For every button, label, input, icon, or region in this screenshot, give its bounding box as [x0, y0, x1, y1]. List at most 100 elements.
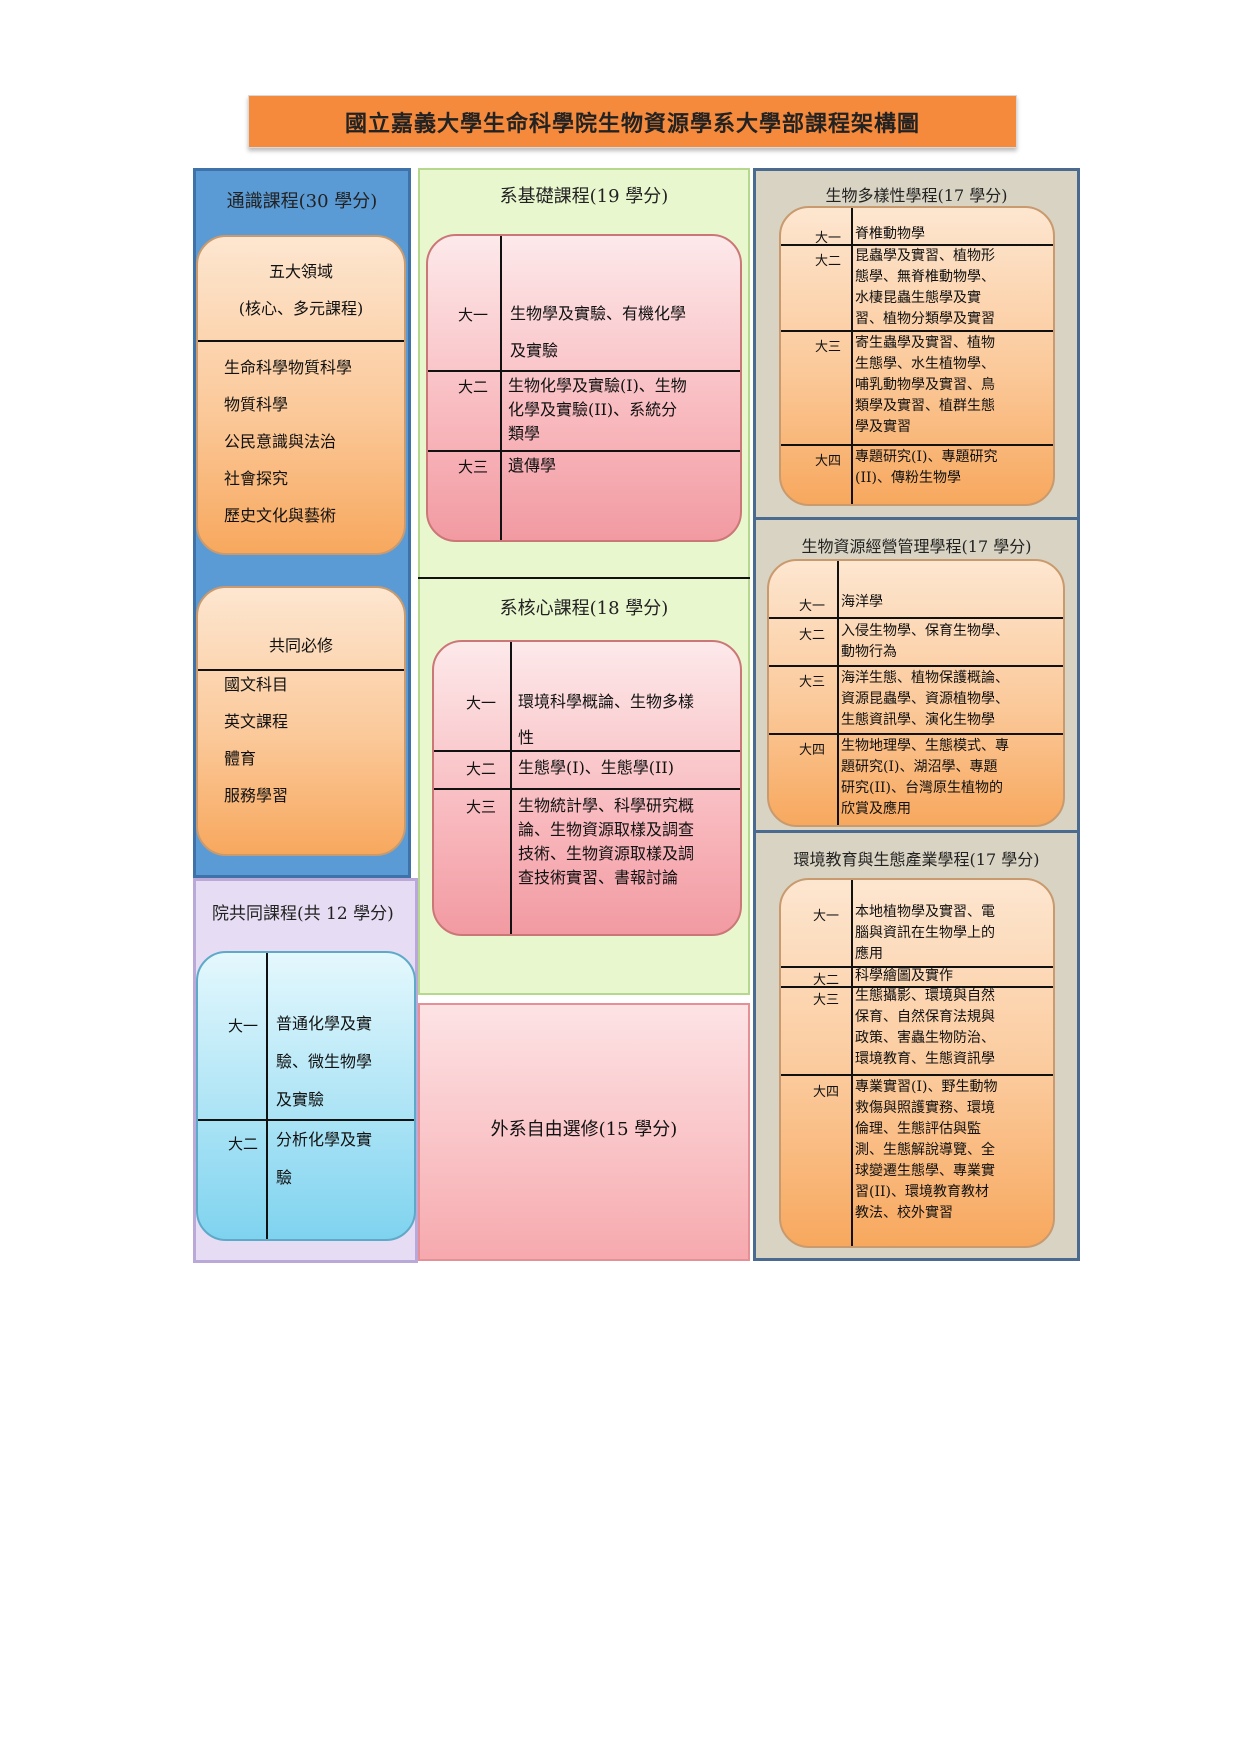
year-label: 大一 — [466, 694, 497, 712]
column-divider — [851, 208, 853, 504]
biodiversity-box: 大一 脊椎動物學 大二 昆蟲學及實習、植物形 態學、無脊椎動物學、 水棲昆蟲生態… — [779, 206, 1055, 506]
year-label: 大三 — [815, 340, 842, 355]
year-label: 大二 — [815, 254, 842, 269]
course-line: 驗 — [276, 1168, 293, 1187]
course-line: 政策、害蟲生物防治、 — [855, 1030, 995, 1046]
row-divider — [769, 617, 1063, 619]
five-domains-box: 五大領域 (核心、多元課程) 生命科學物質科學 物質科學 公民意識與法治 社會探… — [196, 235, 406, 555]
course-line: 入侵生物學、保育生物學、 — [841, 623, 1009, 639]
year-label: 大三 — [813, 993, 840, 1008]
general-education-panel: 通識課程(30 學分) 五大領域 (核心、多元課程) 生命科學物質科學 物質科學… — [193, 168, 411, 878]
dept-basic-title: 系基礎課程(19 學分) — [499, 186, 669, 207]
resource-mgmt-title: 生物資源經營管理學程(17 學分) — [801, 537, 1032, 556]
dept-basic-section: 系基礎課程(19 學分) 大一 生物學及實驗、有機化學 及實驗 大二 生物化學及… — [418, 168, 750, 578]
required-item: 英文課程 — [224, 712, 289, 731]
course-line: 生態學(I)、生態學(II) — [518, 758, 674, 777]
course-line: 專業實習(I)、野生動物 — [855, 1079, 998, 1095]
year-label: 大一 — [228, 1017, 259, 1035]
course-line: 資源昆蟲學、資源植物學、 — [841, 691, 1009, 707]
column-divider — [837, 561, 839, 825]
course-line: 專題研究(I)、專題研究 — [855, 449, 998, 465]
college-courses-panel: 院共同課程(共 12 學分) 大一 普通化學及實 驗、微生物學 及實驗 大二 分… — [193, 878, 418, 1263]
year-label: 大四 — [813, 1085, 840, 1100]
course-line: 海洋生態、植物保護概論、 — [841, 670, 1009, 686]
year-label: 大四 — [799, 743, 826, 758]
column-divider — [500, 236, 502, 540]
course-line: 態學、無脊椎動物學、 — [855, 269, 995, 285]
course-line: 論、生物資源取樣及調查 — [518, 820, 695, 839]
year-label: 大一 — [799, 599, 826, 614]
year-label: 大一 — [815, 231, 842, 246]
course-line: 研究(II)、台灣原生植物的 — [841, 780, 1003, 796]
course-line: 環境教育、生態資訊學 — [855, 1051, 995, 1067]
domain-item: 社會探究 — [224, 469, 289, 488]
course-line: 科學繪圖及實作 — [855, 968, 953, 984]
required-item: 國文科目 — [224, 675, 289, 694]
course-line: 生物地理學、生態模式、專 — [841, 738, 1009, 754]
course-line: 題研究(I)、湖沼學、專題 — [841, 759, 998, 775]
dept-core-box: 大一 環境科學概論、生物多樣 性 大二 生態學(I)、生態學(II) 大三 生物… — [432, 640, 742, 936]
course-line: 及實驗 — [276, 1090, 325, 1109]
course-line: 脊椎動物學 — [855, 226, 925, 242]
course-line: 寄生蟲學及實習、植物 — [855, 335, 995, 351]
year-label: 大三 — [466, 798, 497, 816]
course-line: 遺傳學 — [508, 456, 557, 475]
required-item: 體育 — [224, 749, 257, 768]
biodiversity-section: 生物多樣性學程(17 學分) 大一 脊椎動物學 大二 昆蟲學及實習、植物形 態學… — [753, 168, 1080, 517]
divider — [198, 669, 404, 671]
section-divider — [753, 830, 1080, 833]
course-line: 腦與資訊在生物學上的 — [855, 925, 995, 941]
course-line: 欣賞及應用 — [841, 801, 911, 817]
row-divider — [781, 244, 1053, 246]
course-line: 生態資訊學、演化生物學 — [841, 712, 995, 728]
domain-item: 歷史文化與藝術 — [224, 506, 337, 525]
row-divider — [434, 788, 740, 790]
row-divider — [198, 1119, 414, 1121]
resource-mgmt-box: 大一 海洋學 大二 入侵生物學、保育生物學、 動物行為 大三 海洋生態、植物保護… — [767, 559, 1065, 827]
dept-core-section: 系核心課程(18 學分) 大一 環境科學概論、生物多樣 性 大二 生態學(I)、… — [418, 578, 750, 994]
row-divider — [781, 330, 1053, 332]
course-line: 環境科學概論、生物多樣 — [518, 692, 695, 711]
course-line: 及實驗 — [510, 341, 559, 360]
course-line: 普通化學及實 — [276, 1014, 373, 1033]
course-line: 性 — [518, 728, 535, 747]
year-label: 大三 — [799, 675, 826, 690]
required-head: 共同必修 — [268, 636, 333, 655]
course-line: 動物行為 — [841, 644, 897, 660]
row-divider — [781, 986, 1053, 988]
year-label: 大二 — [813, 973, 840, 988]
year-label: 大二 — [466, 760, 497, 778]
dept-basic-box: 大一 生物學及實驗、有機化學 及實驗 大二 生物化學及實驗(I)、生物 化學及實… — [426, 234, 742, 542]
course-line: 測、生態解說導覽、全 — [855, 1142, 995, 1158]
course-line: 應用 — [855, 946, 883, 962]
dept-core-title: 系核心課程(18 學分) — [499, 598, 669, 619]
elective-box: 外系自由選修(15 學分) — [418, 1003, 750, 1261]
course-line: 生物學及實驗、有機化學 — [510, 304, 687, 323]
env-edu-box: 大一 本地植物學及實習、電 腦與資訊在生物學上的 應用 大二 科學繪圖及實作 大… — [779, 878, 1055, 1248]
year-label: 大二 — [799, 628, 826, 643]
section-divider — [753, 517, 1080, 520]
env-edu-title: 環境教育與生態產業學程(17 學分) — [793, 850, 1040, 869]
page-title: 國立嘉義大學生命科學院生物資源學系大學部課程架構圖 — [248, 95, 1017, 148]
year-label: 大三 — [458, 458, 489, 476]
required-item: 服務學習 — [224, 786, 289, 805]
year-label: 大四 — [815, 454, 842, 469]
course-line: 化學及實驗(II)、系統分 — [508, 400, 678, 419]
year-label: 大二 — [228, 1135, 259, 1153]
biodiversity-title: 生物多樣性學程(17 學分) — [825, 186, 1008, 205]
course-line: 生物統計學、科學研究概 — [518, 796, 695, 815]
course-line: 類學 — [508, 424, 541, 443]
course-line: 生態攝影、環境與自然 — [855, 988, 995, 1004]
divider — [198, 340, 404, 342]
course-line: 生態學、水生植物學、 — [855, 356, 995, 372]
course-line: 驗、微生物學 — [276, 1052, 373, 1071]
row-divider — [769, 665, 1063, 667]
column-divider — [266, 953, 268, 1239]
course-line: 昆蟲學及實習、植物形 — [855, 248, 995, 264]
five-domains-head: 五大領域 — [268, 262, 333, 281]
row-divider — [781, 444, 1053, 446]
course-line: 本地植物學及實習、電 — [855, 904, 995, 920]
row-divider — [769, 733, 1063, 735]
course-line: (II)、傳粉生物學 — [855, 470, 961, 486]
domain-item: 物質科學 — [224, 395, 289, 414]
